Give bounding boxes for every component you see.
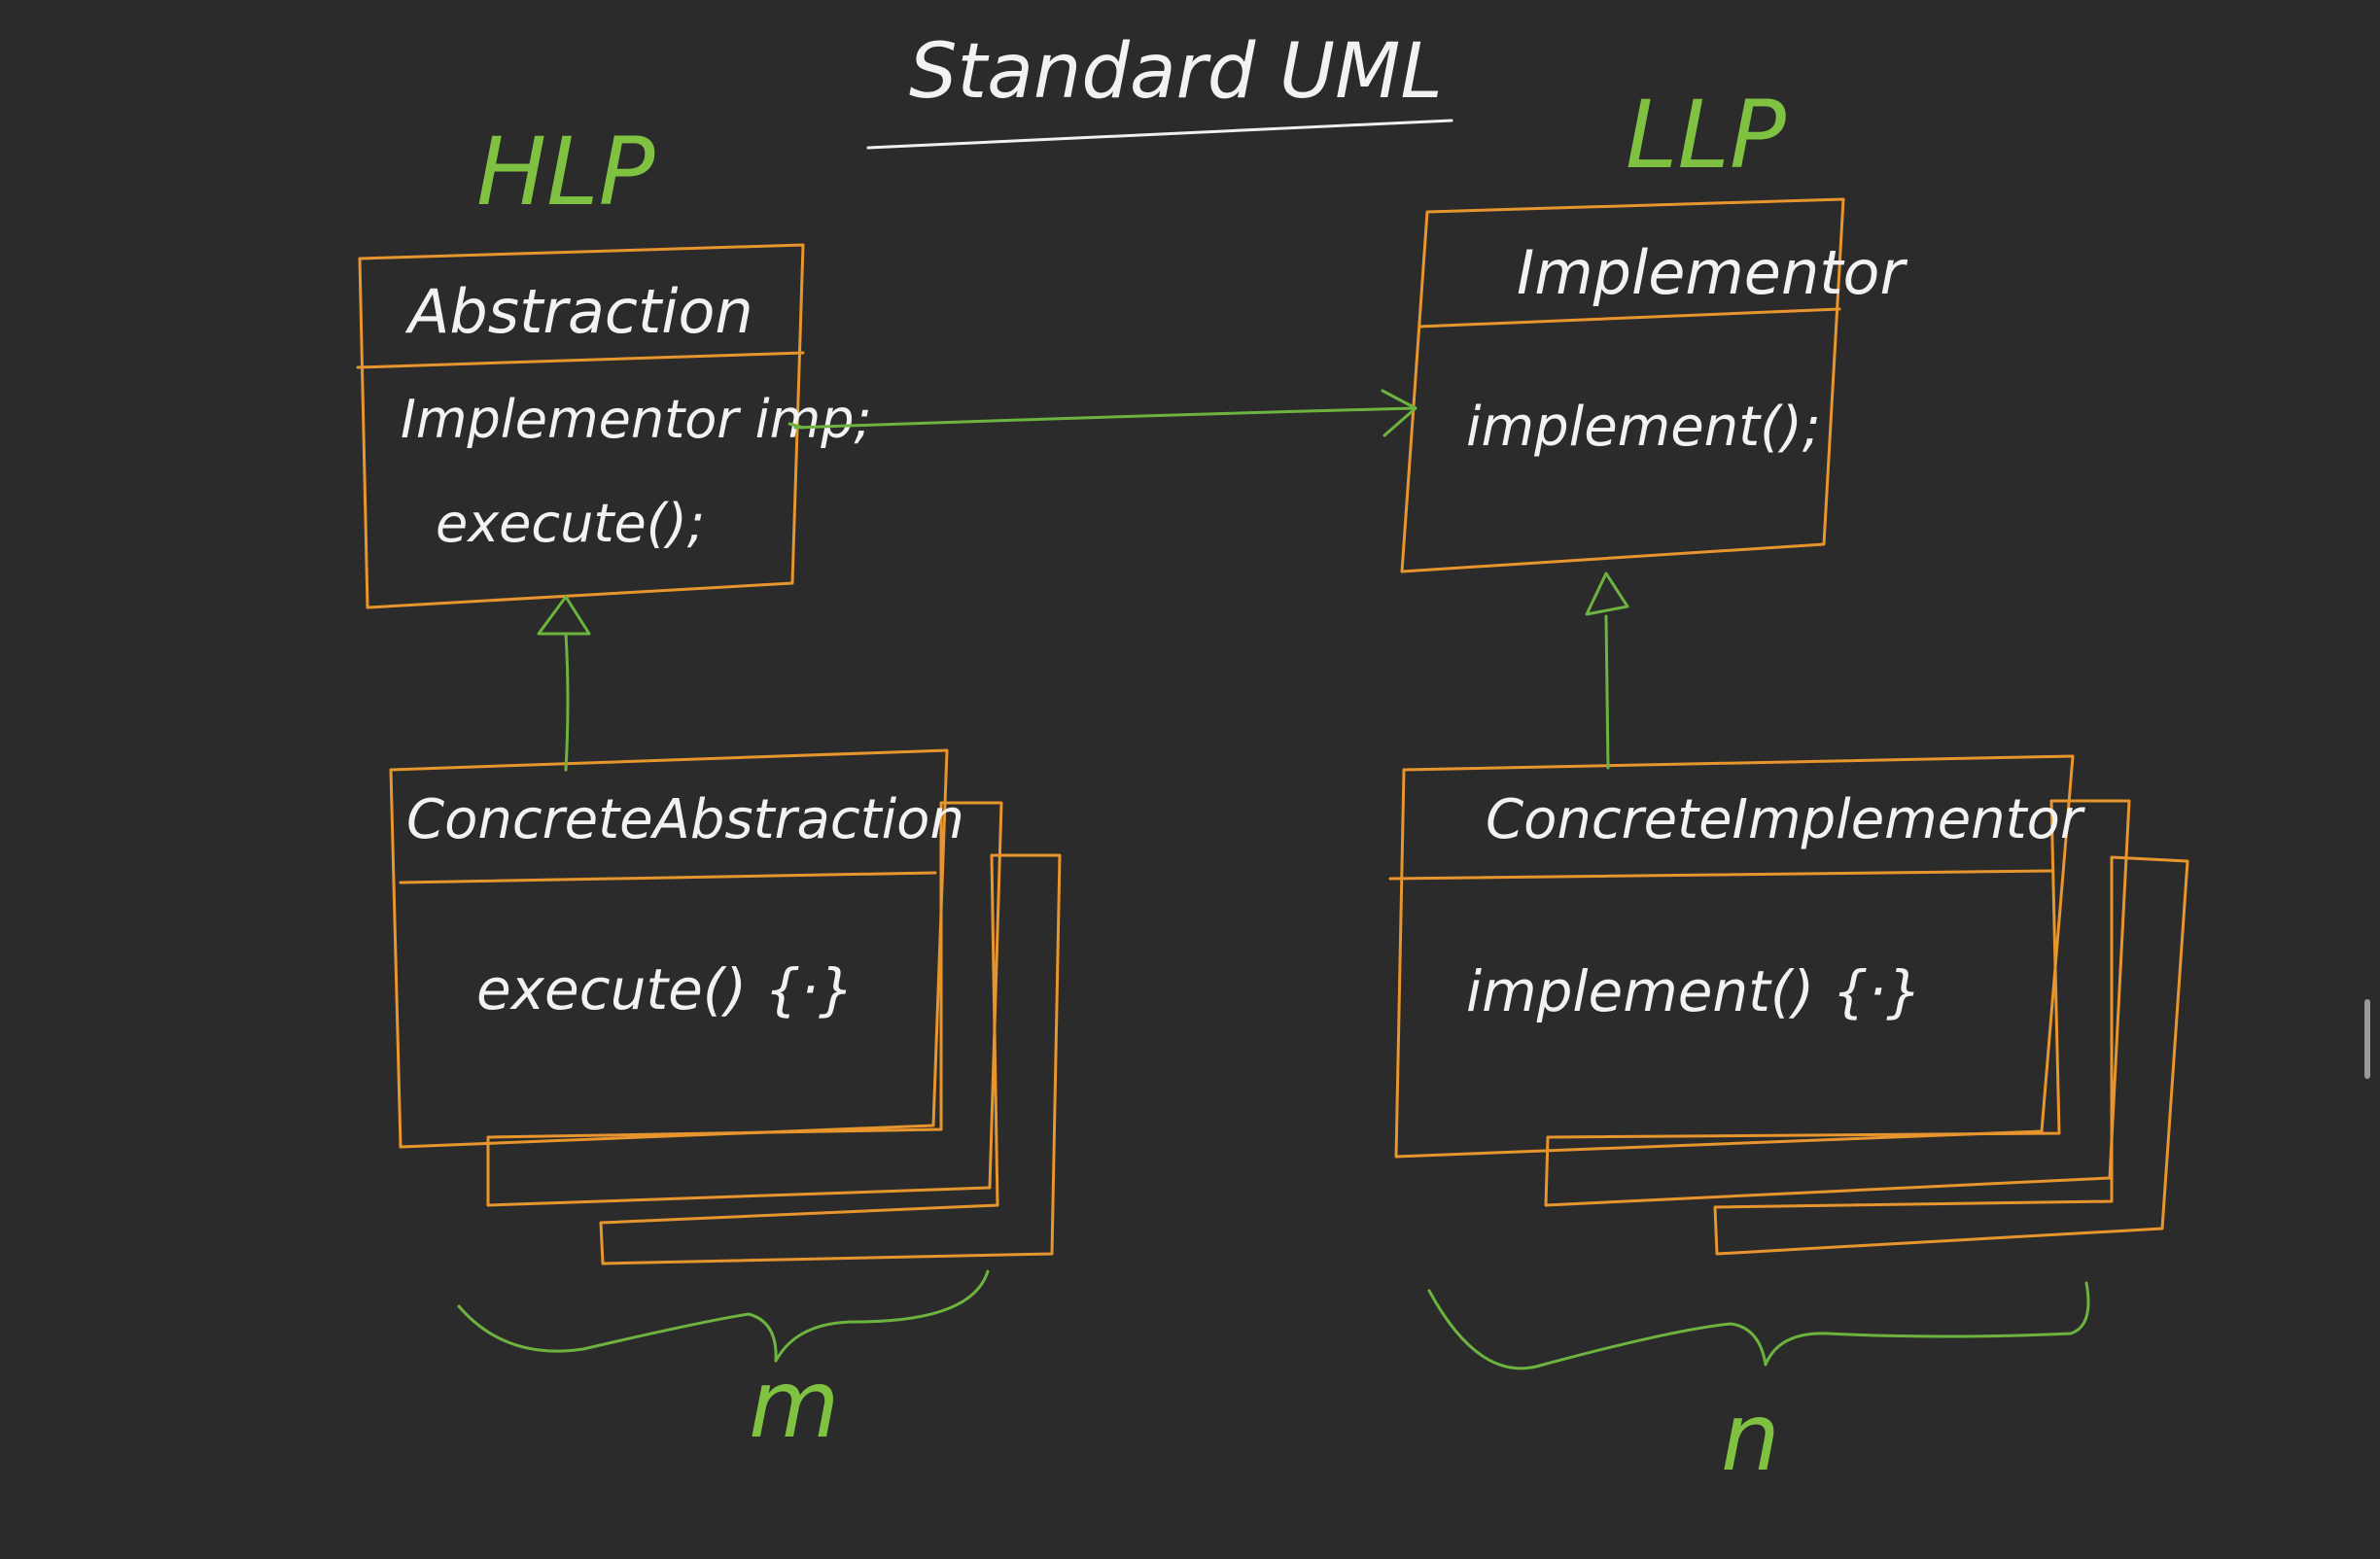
hlp-label: HLP [476,118,655,226]
implementor-class-box: Implementor implement(); [1400,197,1908,573]
implementor-name: Implementor [1517,237,1908,308]
concrete-abstraction-box-outline [389,748,949,1149]
concrete-implementor-divider [1388,869,2053,881]
concrete-abstraction-back-box [599,853,1062,1265]
abstraction-inheritance-line [564,632,570,772]
concrete-implementor-stack: ConcreteImplementor implement() {·} [1388,754,2189,1256]
implementor-inheritance-triangle [1585,572,1629,616]
llp-label: LLP [1626,81,1786,190]
concrete-abstraction-name: ConcreteAbstraction [406,788,964,851]
concrete-implementor-back-box [1713,855,2189,1256]
implementor-method-implement: implement(); [1466,396,1821,459]
implementor-inheritance-line [1604,614,1610,770]
abstraction-name: Abstraction [404,276,753,347]
concrete-implementor-box-outline [1394,754,2075,1159]
abstraction-divider [356,351,805,369]
abstraction-method-execute: execute(); [436,493,705,554]
m-brace [457,1269,990,1363]
concrete-implementor-method-implement: implement() {·} [1466,958,1922,1024]
concrete-abstraction-method-execute: execute() {·} [476,956,855,1022]
abstraction-class-box: Abstraction Implementor imp; execute(); [356,243,872,609]
m-multiplicity-label: m [749,1350,840,1459]
association-arrow-line [793,406,1418,430]
association-arrowhead [1381,389,1418,437]
implementor-divider [1418,307,1841,329]
abstraction-field-implementor: Implementor imp; [401,389,872,450]
abstraction-box-outline [358,243,805,609]
association-tail [788,422,805,430]
vertical-scrollbar[interactable] [2364,999,2370,1079]
n-multiplicity-label: n [1721,1383,1780,1492]
implementor-box-outline [1400,197,1845,573]
title-underline [866,119,1453,150]
concrete-abstraction-divider [399,871,937,884]
concrete-implementor-name: ConcreteImplementor [1486,788,2085,851]
concrete-abstraction-middle-box [486,801,1003,1207]
concrete-abstraction-stack: ConcreteAbstraction execute() {·} [389,748,1062,1265]
abstraction-inheritance-triangle [537,595,591,636]
diagram-title: Standard UML [909,28,1443,116]
concrete-implementor-middle-box [1544,799,2131,1207]
n-brace [1427,1281,2090,1370]
